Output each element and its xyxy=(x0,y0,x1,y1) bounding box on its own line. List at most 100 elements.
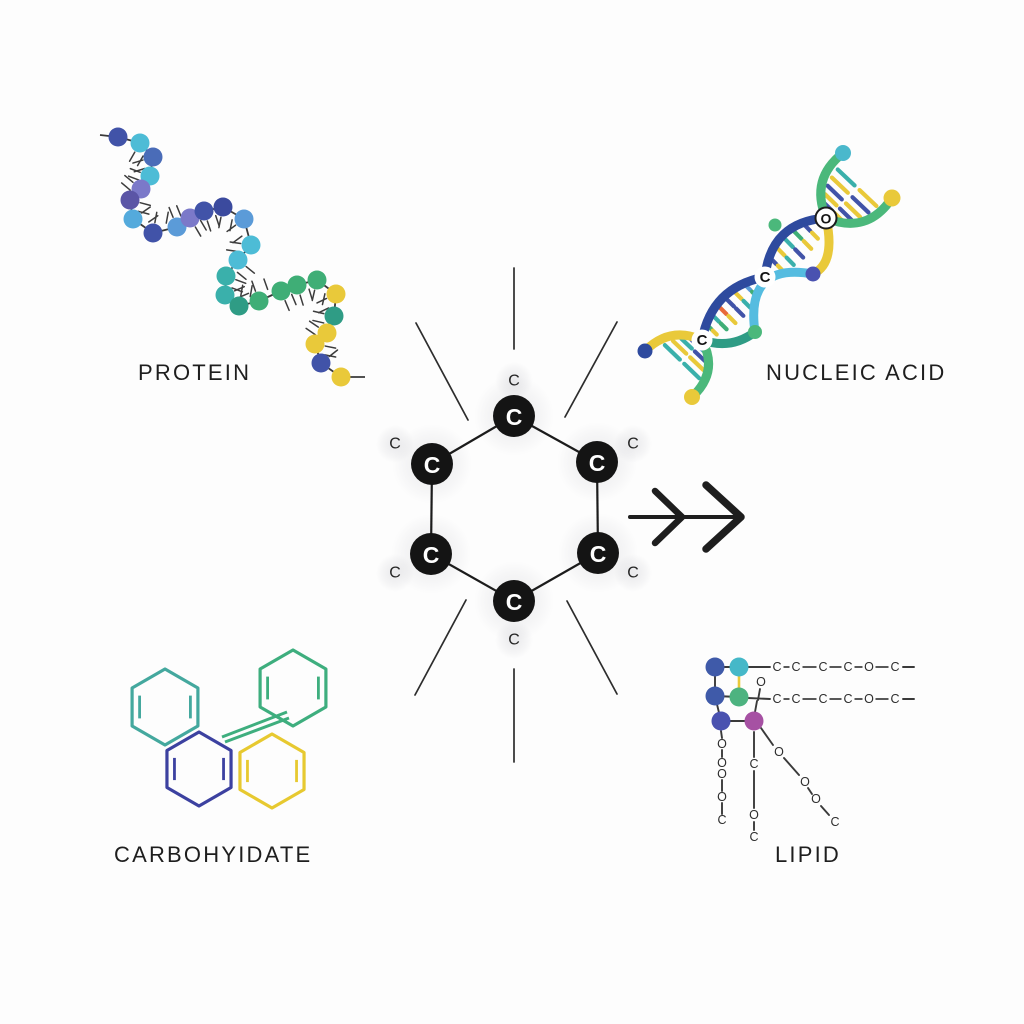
carbon-atom-letter: C xyxy=(589,450,606,476)
lipid-chain-letter: C xyxy=(717,813,726,827)
lipid-chain-letter: C xyxy=(772,660,781,674)
protein-tick xyxy=(284,299,290,312)
dna-rung xyxy=(679,336,694,351)
arrow-chevron xyxy=(651,487,686,547)
lipid-chain-letter: O xyxy=(717,767,727,781)
protein-tick xyxy=(311,289,316,302)
protein-tick xyxy=(240,284,244,297)
carb-hexagon xyxy=(258,648,328,728)
dna-rung xyxy=(801,238,814,251)
protein-tick xyxy=(132,159,144,164)
carbon-atom-circle xyxy=(577,532,619,574)
dna-crossing-circle xyxy=(754,266,776,288)
protein-bead xyxy=(228,250,248,270)
dna-rung xyxy=(835,167,857,188)
dna-end-dot xyxy=(684,389,700,405)
protein-tick xyxy=(232,235,243,244)
protein-tick xyxy=(168,206,174,219)
protein-bead xyxy=(317,323,337,343)
carbon-outer-label: C xyxy=(627,436,639,453)
protein-tick xyxy=(194,226,202,237)
dna-rung xyxy=(726,313,738,326)
dna-rung xyxy=(791,229,804,241)
protein-tick xyxy=(312,319,325,324)
carb-hexagon xyxy=(165,730,233,808)
protein-tick xyxy=(263,278,269,291)
protein-bead xyxy=(216,266,236,286)
dna-crossing-circle xyxy=(691,329,713,351)
carbon-outer-label: C xyxy=(389,436,401,453)
protein-bead xyxy=(287,275,307,295)
dna-end-dot xyxy=(748,325,762,339)
lipid-chain-letter: C xyxy=(830,815,839,829)
protein-bead xyxy=(331,367,351,387)
lipid-chain-letter: C xyxy=(843,660,852,674)
protein-tick xyxy=(290,293,297,306)
dna-rung xyxy=(670,338,689,356)
protein-bead xyxy=(234,209,254,229)
protein-tick xyxy=(129,167,141,174)
label-halo xyxy=(495,621,533,659)
label-halo xyxy=(614,554,652,592)
carb-hexagon xyxy=(238,732,306,810)
lipid-bond xyxy=(820,805,830,816)
lipid-head-circle xyxy=(729,657,749,677)
dna-end-dot xyxy=(637,343,653,359)
label-halo xyxy=(614,425,652,463)
lipid-bond xyxy=(720,730,723,739)
protein-tick xyxy=(137,210,150,215)
protein-bead xyxy=(143,147,163,167)
dna-end-dot xyxy=(883,189,901,207)
protein-tick xyxy=(139,201,152,207)
protein-tick xyxy=(226,224,237,233)
lipid-chain-letter: O xyxy=(749,808,759,822)
lipid-chain-letter: O xyxy=(811,792,821,806)
protein-bead xyxy=(194,201,214,221)
lipid-chain-letter: O xyxy=(756,675,766,689)
lipid-chain-letter: O xyxy=(717,790,727,804)
protein-tick xyxy=(328,349,339,358)
lipid-head-circle xyxy=(711,711,731,731)
carbon-atom-circle xyxy=(576,441,618,483)
protein-bead xyxy=(215,285,235,305)
dna-rung xyxy=(732,290,744,301)
carbon-outer-label: C xyxy=(627,565,639,582)
carbon-outer-label: C xyxy=(508,632,520,649)
protein-tick xyxy=(218,216,222,229)
protein-tick xyxy=(305,327,316,336)
dna-end-dot xyxy=(768,218,782,232)
lipid-chain-letter: O xyxy=(717,737,727,751)
carbon-atom-letter: C xyxy=(506,404,523,430)
ray-line xyxy=(415,322,469,421)
lipid-chain-letter: O xyxy=(864,660,874,674)
dna-strand xyxy=(697,272,770,345)
carbon-outer-label: C xyxy=(389,565,401,582)
protein-bead xyxy=(324,306,344,326)
protein-bead xyxy=(120,190,140,210)
carbon-outer-label: C xyxy=(508,373,520,390)
protein-tick xyxy=(316,297,328,304)
lipid-bond xyxy=(807,787,813,795)
dna-rung xyxy=(837,206,854,222)
protein-tick xyxy=(206,220,212,232)
protein-tick xyxy=(214,214,220,227)
lipid-chain-letter: C xyxy=(818,692,827,706)
lipid-bond xyxy=(760,727,774,746)
dna-rung xyxy=(829,175,850,195)
protein-tick xyxy=(245,265,256,274)
protein-bead xyxy=(143,223,163,243)
protein-tick xyxy=(154,211,158,224)
protein-bead xyxy=(271,281,291,301)
protein-tick xyxy=(317,307,330,314)
carbon-atom-letter: C xyxy=(590,541,607,567)
label-protein: PROTEIN xyxy=(138,360,252,385)
dna-end-dot xyxy=(805,266,821,282)
lipid-chain-letter: C xyxy=(791,660,800,674)
dna-crossing-label: C xyxy=(760,269,771,286)
label-carbohydrate: CARBOHYIDATE xyxy=(114,842,313,867)
lipid-chain-letter: C xyxy=(818,660,827,674)
lipid-chain-letter: O xyxy=(717,756,727,770)
carb-hexagon xyxy=(130,667,200,747)
dna-rung xyxy=(724,296,737,309)
